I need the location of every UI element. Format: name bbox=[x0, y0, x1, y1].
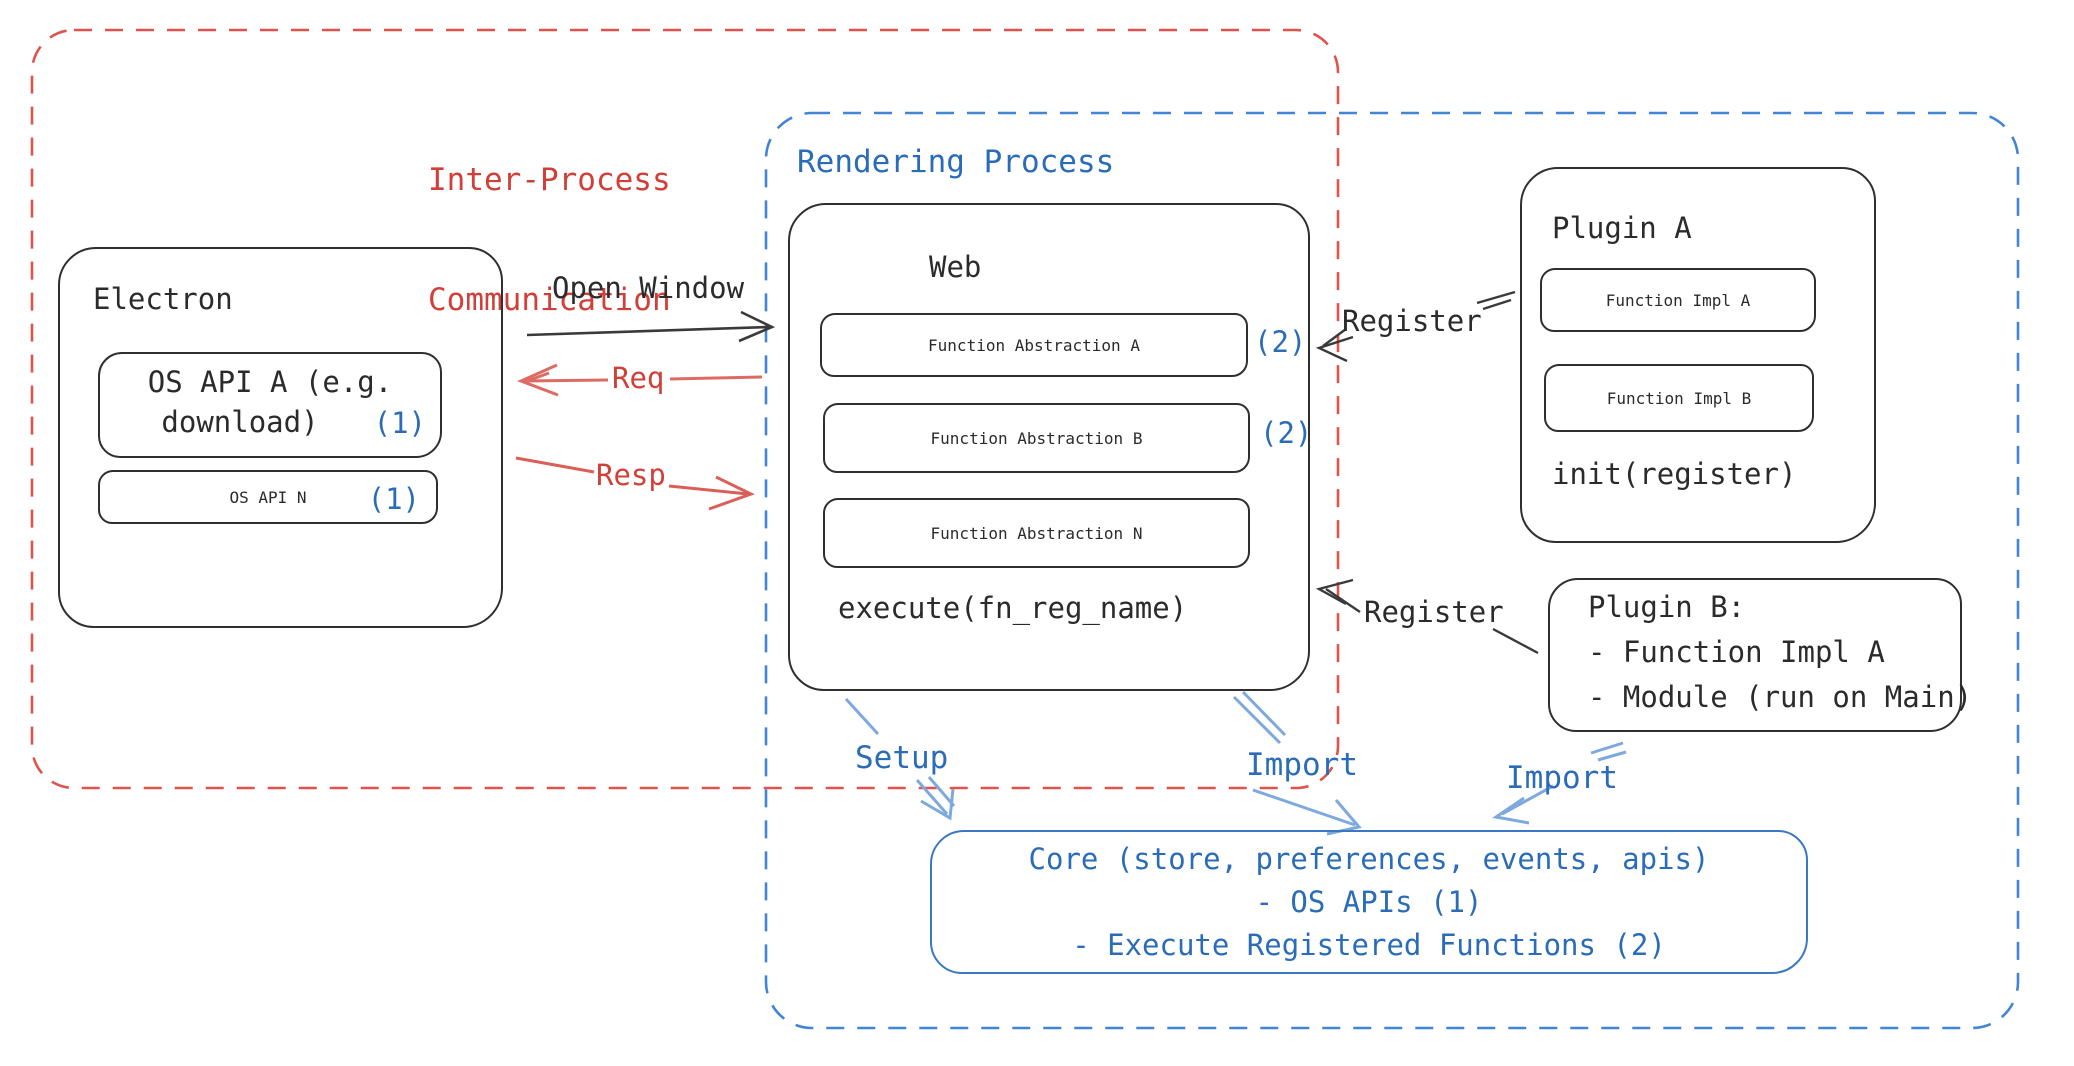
function-abstraction-n-box: Function Abstraction N bbox=[823, 498, 1250, 568]
register-top-arrow bbox=[1315, 290, 1516, 363]
os-api-n-label: OS API N bbox=[229, 487, 307, 507]
open-window-label: Open Window bbox=[552, 271, 745, 305]
open-window-arrow bbox=[526, 310, 776, 343]
plugin-b-title: Plugin B: bbox=[1588, 590, 1746, 624]
function-impl-b-box: Function Impl B bbox=[1544, 364, 1814, 432]
plugin-b-item-1: - Function Impl A bbox=[1588, 635, 1885, 669]
core-line-3: - Execute Registered Functions (2) bbox=[1072, 927, 1666, 962]
import-plugin-arrow bbox=[1492, 741, 1627, 825]
os-api-n-ref: (1) bbox=[367, 482, 420, 516]
function-abstraction-a-ref: (2) bbox=[1254, 325, 1307, 359]
resp-arrow bbox=[515, 456, 755, 511]
os-api-n-box: OS API N (1) bbox=[98, 470, 438, 524]
web-box bbox=[788, 203, 1310, 691]
core-box: Core (store, preferences, events, apis) … bbox=[930, 830, 1808, 974]
function-impl-a-label: Function Impl A bbox=[1605, 290, 1751, 310]
import-plugin-label: Import bbox=[1506, 760, 1618, 796]
req-arrow bbox=[517, 363, 763, 397]
import-web-label: Import bbox=[1246, 747, 1358, 783]
function-abstraction-b-ref: (2) bbox=[1260, 416, 1313, 450]
execute-fn-label: execute(fn_reg_name) bbox=[838, 591, 1188, 625]
function-impl-a-box: Function Impl A bbox=[1540, 268, 1816, 332]
os-api-a-box: OS API A (e.g. download) (1) bbox=[98, 352, 442, 458]
core-line-2: - OS APIs (1) bbox=[1255, 884, 1483, 919]
rendering-dashed-boundary bbox=[764, 111, 2020, 1030]
register-bottom-arrow bbox=[1315, 578, 1539, 655]
resp-label: Resp bbox=[596, 458, 666, 492]
os-api-a-label-line1: OS API A (e.g. bbox=[147, 365, 393, 399]
function-abstraction-n-label: Function Abstraction N bbox=[930, 523, 1143, 543]
req-label: Req bbox=[612, 361, 665, 395]
import-web-arrow bbox=[1232, 690, 1362, 836]
function-abstraction-b-label: Function Abstraction B bbox=[930, 428, 1143, 448]
register-top-label: Register bbox=[1342, 304, 1482, 338]
setup-label: Setup bbox=[855, 740, 949, 776]
ipc-region-label: Inter-Process Communication bbox=[428, 80, 671, 400]
plugin-a-box bbox=[1520, 167, 1876, 543]
os-api-a-label-line2: download) bbox=[161, 405, 319, 439]
electron-title: Electron bbox=[93, 282, 233, 316]
ipc-dashed-boundary bbox=[30, 28, 1340, 790]
function-abstraction-a-label: Function Abstraction A bbox=[928, 335, 1140, 355]
os-api-a-ref: (1) bbox=[373, 406, 426, 440]
function-abstraction-a-box: Function Abstraction A bbox=[820, 313, 1248, 377]
plugin-b-box bbox=[1548, 578, 1962, 732]
plugin-a-title: Plugin A bbox=[1552, 211, 1692, 245]
ipc-region-label-line1: Inter-Process bbox=[428, 162, 671, 198]
setup-arrow bbox=[844, 697, 956, 821]
init-register-label: init(register) bbox=[1552, 457, 1797, 491]
function-abstraction-b-box: Function Abstraction B bbox=[823, 403, 1250, 473]
register-bottom-label: Register bbox=[1364, 595, 1504, 629]
core-line-1: Core (store, preferences, events, apis) bbox=[1028, 841, 1710, 876]
rendering-region-label: Rendering Process bbox=[797, 144, 1115, 180]
web-title: Web bbox=[929, 250, 982, 284]
plugin-b-item-2: - Module (run on Main) bbox=[1588, 680, 1973, 714]
electron-box bbox=[58, 247, 503, 628]
function-impl-b-label: Function Impl B bbox=[1606, 388, 1752, 408]
ipc-region-label-line2: Communication bbox=[428, 282, 671, 318]
